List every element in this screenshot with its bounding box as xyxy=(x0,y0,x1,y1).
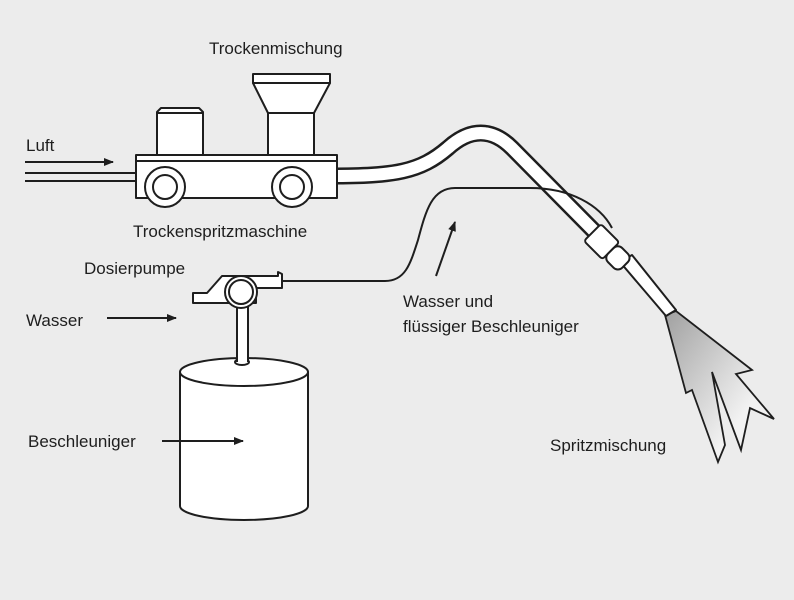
dosing-pump xyxy=(192,271,283,364)
material-hose xyxy=(329,124,602,238)
label-dry-mix: Trockenmischung xyxy=(209,39,343,58)
label-water-and: Wasser und xyxy=(403,292,493,311)
spray-nozzle xyxy=(584,224,775,465)
label-air: Luft xyxy=(26,136,55,155)
air-pipe xyxy=(25,172,137,182)
accelerator-tank xyxy=(179,340,309,521)
label-water: Wasser xyxy=(26,311,83,330)
label-dosing-pump: Dosierpumpe xyxy=(84,259,185,278)
hopper xyxy=(252,73,331,156)
label-accelerator: Beschleuniger xyxy=(28,432,136,451)
wheel-icon xyxy=(144,166,186,208)
label-spray-mix: Spritzmischung xyxy=(550,436,666,455)
motor-box xyxy=(156,107,204,156)
water-line xyxy=(282,187,613,282)
dry-spray-machine xyxy=(135,73,338,208)
spray-cloud xyxy=(663,309,775,465)
label-dry-spray-machine: Trockenspritzmaschine xyxy=(133,222,307,241)
label-liquid-accelerator: flüssiger Beschleuniger xyxy=(403,317,579,336)
wheel-icon xyxy=(271,166,313,208)
water-line-arrow xyxy=(435,221,456,277)
